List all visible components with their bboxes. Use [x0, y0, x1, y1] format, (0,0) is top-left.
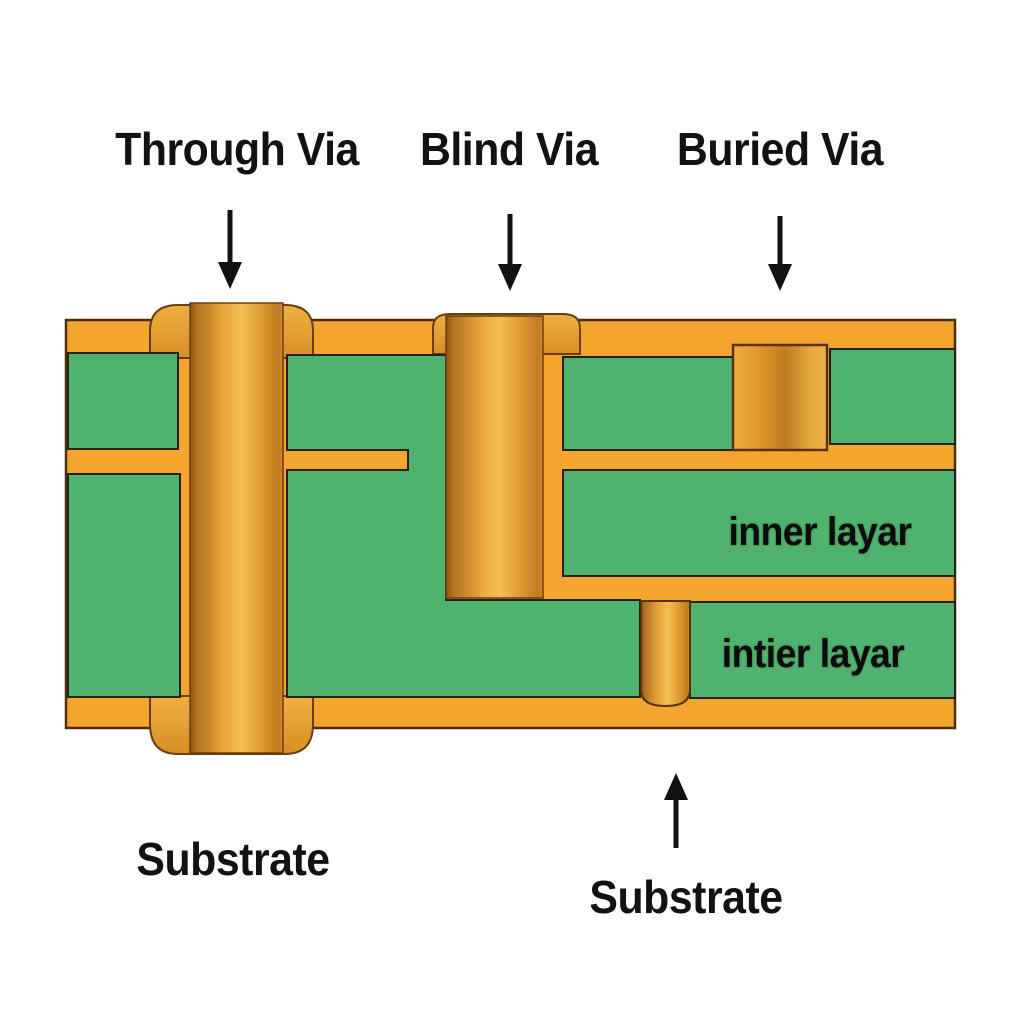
blind-via-barrel — [445, 315, 544, 599]
substrate-left-label: Substrate — [136, 833, 330, 885]
substrate-region-top-right-a — [562, 356, 734, 451]
buried-via — [731, 343, 829, 452]
arrow-down-head-icon — [218, 262, 242, 289]
inner-layer-substrate-top — [562, 469, 956, 577]
micro-buried-via — [640, 600, 691, 708]
arrow-up-head-icon — [664, 773, 688, 800]
blind-via-label: Blind Via — [419, 123, 599, 175]
arrow-down-head-icon — [768, 264, 792, 291]
arrow-down-head-icon — [498, 264, 522, 291]
inner-layer-substrate-bottom — [689, 601, 956, 699]
substrate-right-label: Substrate — [589, 871, 783, 923]
annotation-arrows — [218, 210, 792, 848]
inner-layer-top-label: inner layar — [728, 510, 912, 554]
through-via-label: Through Via — [115, 123, 359, 175]
substrate-region-bottom-left — [67, 473, 181, 698]
substrate-region-top-right-b — [829, 348, 956, 445]
inner-layer-bottom-label: intier layar — [721, 632, 905, 676]
through-via-barrel — [189, 302, 284, 754]
buried-via-label: Buried Via — [676, 123, 884, 175]
substrate-region-top-left — [67, 352, 179, 450]
